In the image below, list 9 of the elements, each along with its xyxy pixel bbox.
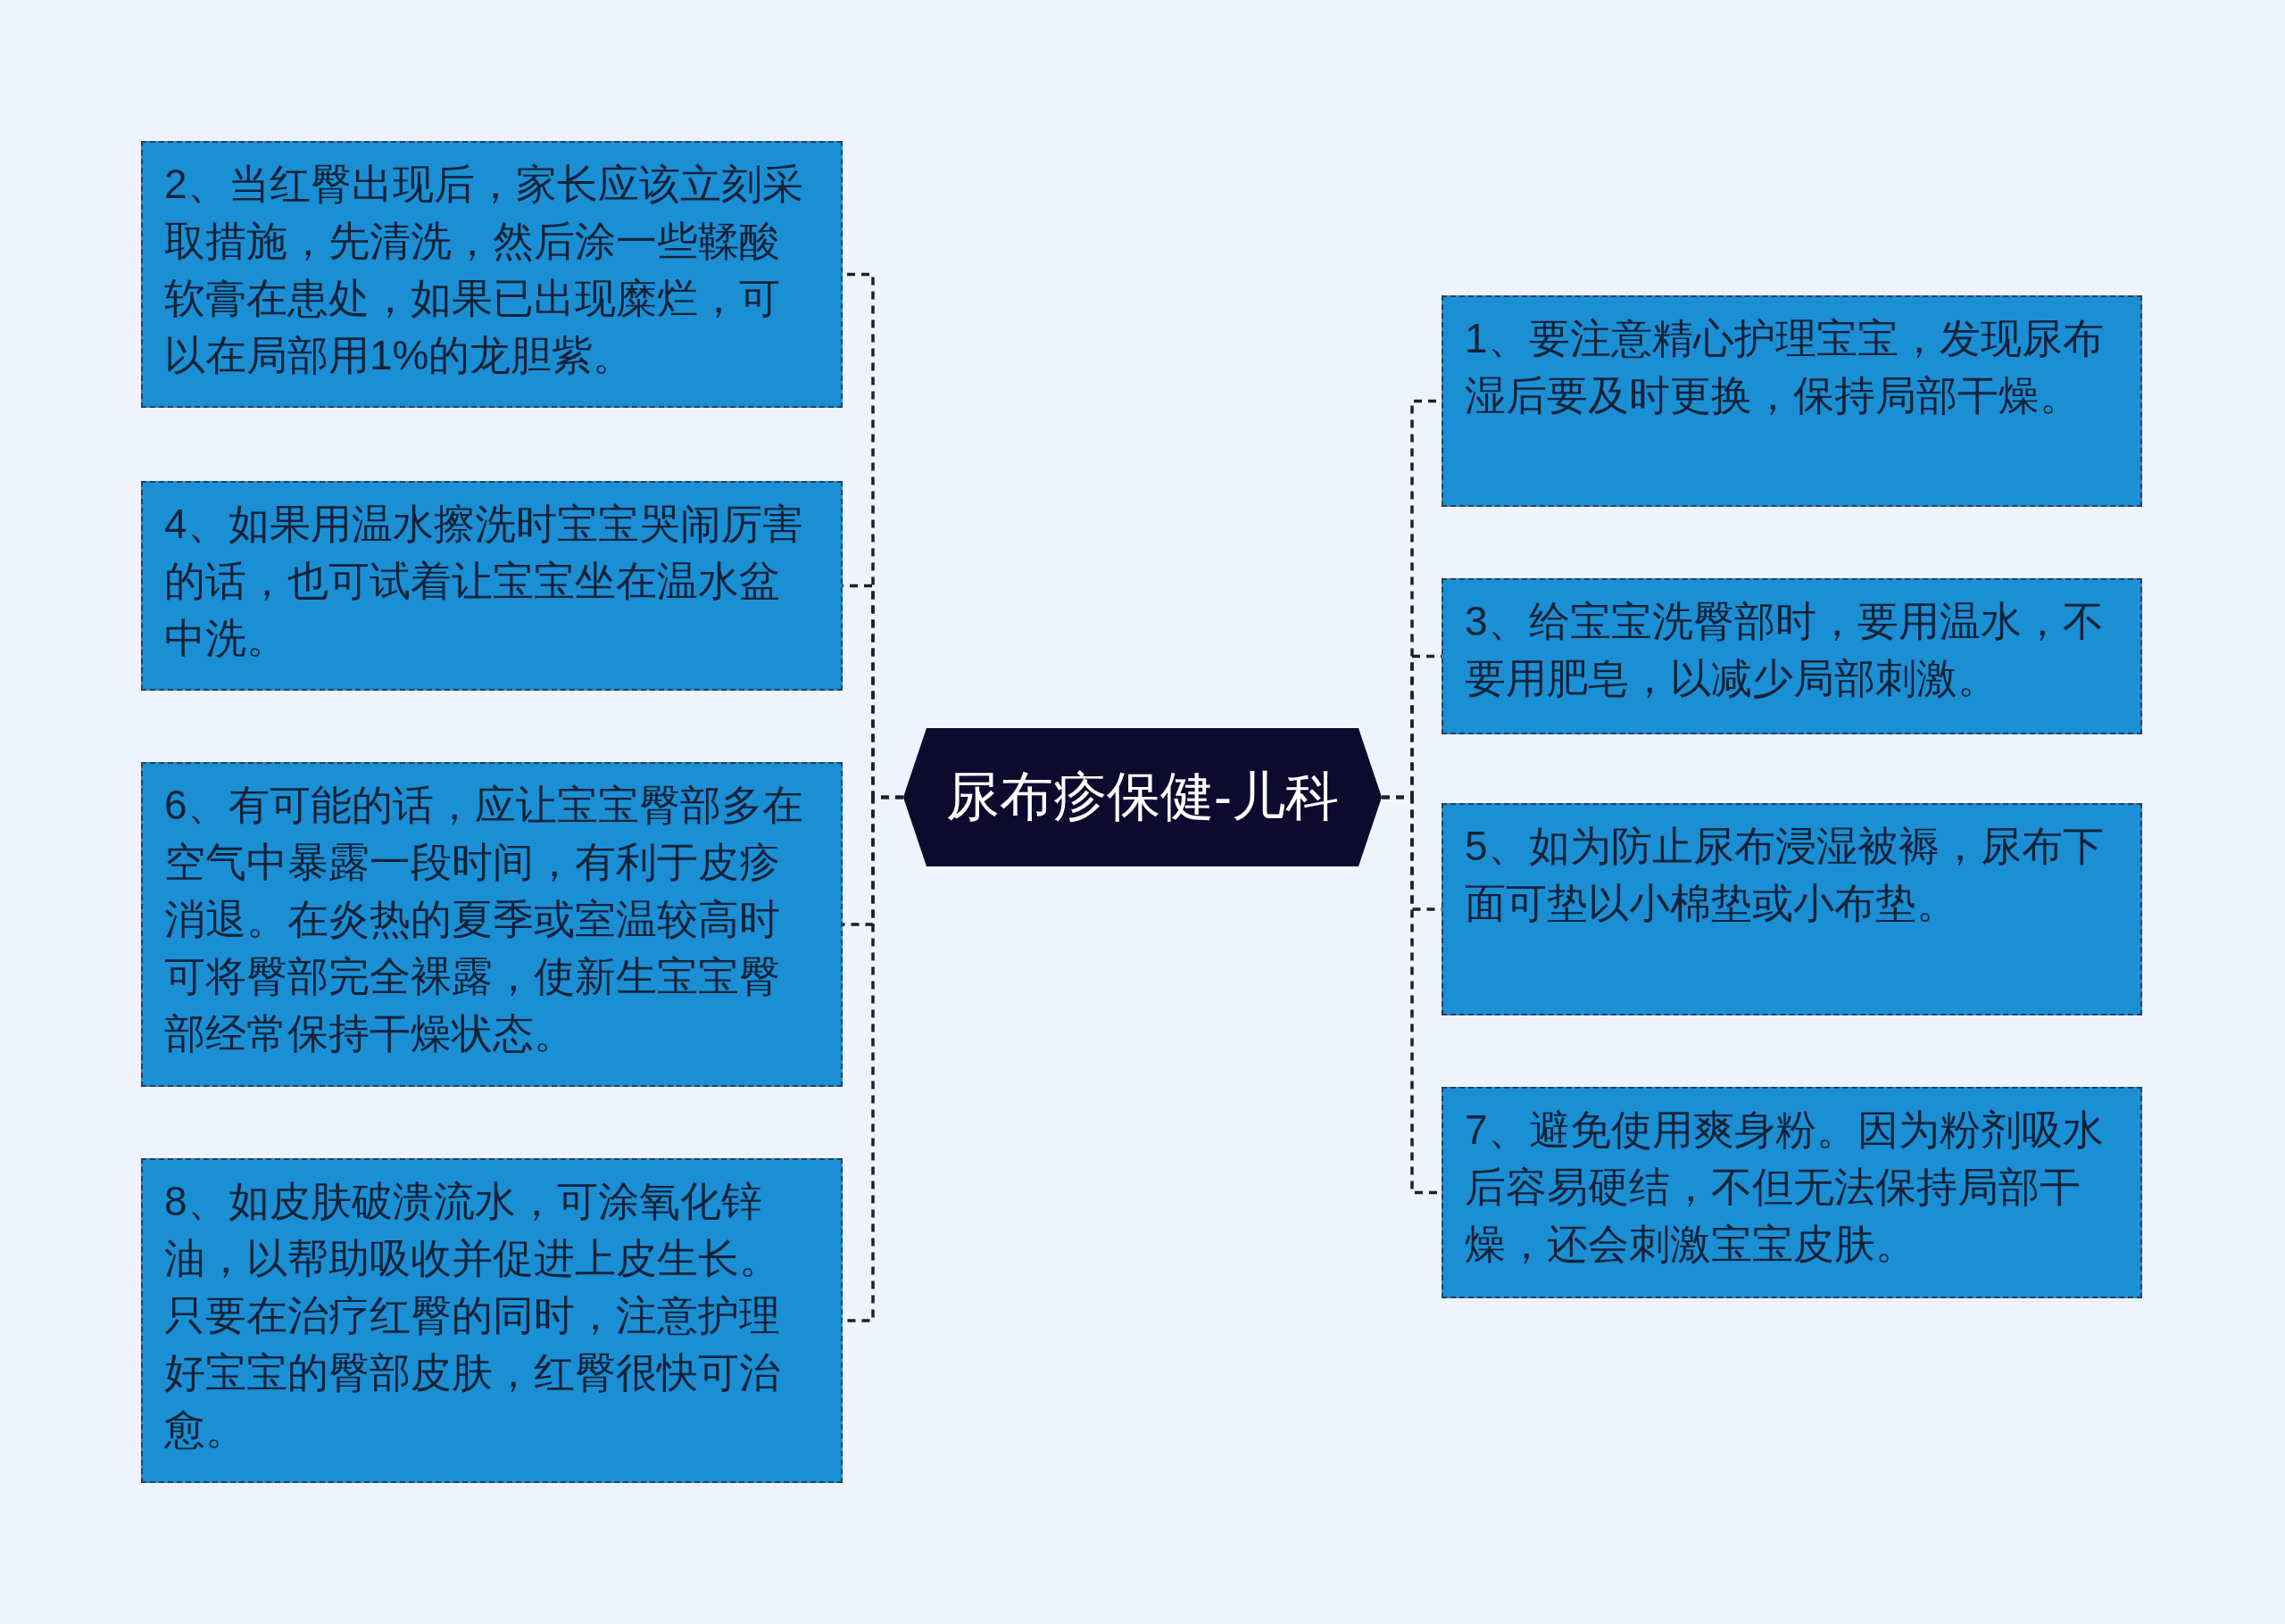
note-box: 1、要注意精心护理宝宝，发现尿布湿后要及时更换，保持局部干燥。 — [1442, 295, 2142, 507]
note-box: 8、如皮肤破溃流水，可涂氧化锌油，以帮助吸收并促进上皮生长。只要在治疗红臀的同时，注意护理好宝宝的臀部皮肤，红臀很快可治愈。 — [141, 1158, 843, 1483]
note-box: 3、给宝宝洗臀部时，要用温水，不要用肥皂，以减少局部刺激。 — [1442, 578, 2142, 734]
note-box: 2、当红臀出现后，家长应该立刻采取措施，先清洗，然后涂一些鞣酸软膏在患处，如果已出现糜烂，可以在局部用1%的龙胆紫。 — [141, 141, 843, 408]
note-box: 5、如为防止尿布浸湿被褥，尿布下面可垫以小棉垫或小布垫。 — [1442, 803, 2142, 1015]
note-box: 4、如果用温水擦洗时宝宝哭闹厉害的话，也可试着让宝宝坐在温水盆中洗。 — [141, 481, 843, 691]
topic-hexagon: 尿布疹保健-儿科 — [903, 728, 1382, 866]
note-box: 6、有可能的话，应让宝宝臀部多在空气中暴露一段时间，有利于皮疹消退。在炎热的夏季或室温较高时可将臀部完全裸露，使新生宝宝臀部经常保持干燥状态。 — [141, 762, 843, 1087]
note-box: 7、避免使用爽身粉。因为粉剂吸水后容易硬结，不但无法保持局部干燥，还会刺激宝宝皮肤。 — [1442, 1087, 2142, 1298]
